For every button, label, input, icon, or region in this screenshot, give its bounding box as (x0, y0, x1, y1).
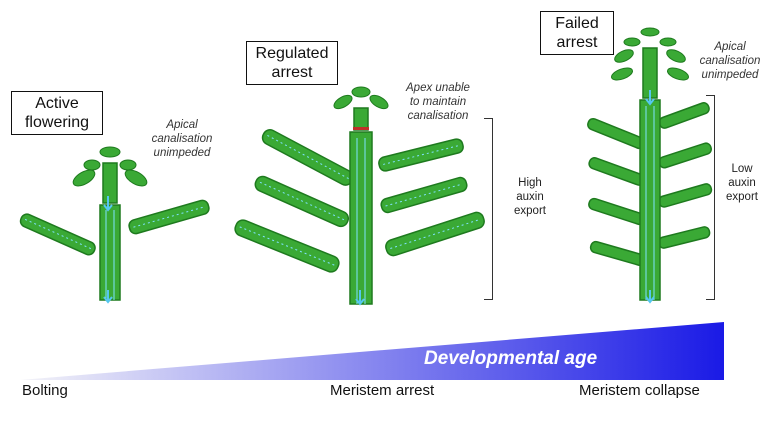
bud (666, 49, 686, 63)
bud (614, 49, 634, 63)
plant-failed-arrest (587, 27, 713, 304)
leaf (588, 157, 646, 186)
developmental-age-wedge (20, 322, 724, 380)
stem (349, 131, 373, 305)
bud (659, 37, 677, 47)
bud (119, 159, 137, 171)
note-regulated-arrest: Apex unable to maintain canalisation (406, 82, 470, 122)
bud (623, 37, 641, 47)
note-failed-arrest: Apical canalisation unimpeded (699, 41, 761, 81)
bud (611, 67, 633, 81)
leaf (128, 199, 210, 235)
label-failed-arrest: Failed arrest (540, 11, 614, 55)
bud (333, 94, 353, 110)
stage-bolting: Bolting (22, 382, 68, 399)
bud (124, 169, 148, 187)
leaf (657, 226, 711, 249)
apex-stem (102, 162, 118, 204)
bracket-low-auxin-export (706, 95, 715, 300)
leaf (378, 138, 464, 172)
plant-regulated-arrest (234, 86, 485, 306)
arrested-meristem-mark (353, 127, 369, 130)
leaf (234, 219, 340, 273)
bud (369, 94, 389, 110)
auxin-flow-arrow (103, 196, 113, 212)
stem (99, 204, 121, 301)
auxin-flow-arrow (645, 90, 655, 106)
leaf (254, 175, 350, 228)
leaf (380, 176, 468, 214)
apex-stem (353, 107, 369, 131)
label-active-flowering: Active flowering (11, 91, 103, 135)
note-active-flowering: Apical canalisation unimpeded (151, 119, 213, 159)
bud (83, 159, 101, 171)
label-regulated-arrest: Regulated arrest (246, 41, 338, 85)
bud (351, 86, 371, 98)
leaf (588, 197, 646, 226)
leaf (658, 142, 712, 169)
text-high-auxin-export: High auxin export (514, 177, 546, 217)
auxin-flow-arrow (355, 290, 365, 306)
developmental-age-title: Developmental age (424, 348, 598, 369)
plant-active-flowering (19, 146, 210, 304)
stage-meristem-arrest: Meristem arrest (330, 382, 435, 399)
leaf (658, 102, 710, 129)
leaf (587, 117, 646, 150)
bud (99, 146, 121, 158)
leaf (385, 211, 485, 257)
text-low-auxin-export: Low auxin export (726, 163, 758, 203)
leaf (658, 183, 713, 208)
leaf (19, 213, 96, 256)
stage-meristem-collapse: Meristem collapse (579, 382, 700, 399)
stem (639, 99, 661, 301)
leaf (589, 240, 646, 267)
bud (72, 169, 96, 187)
bud (667, 67, 689, 81)
bud (640, 27, 660, 37)
auxin-flow-arrow (645, 290, 655, 304)
leaf (261, 129, 354, 186)
bracket-high-auxin-export (484, 118, 493, 300)
auxin-flow-arrow (103, 290, 113, 304)
